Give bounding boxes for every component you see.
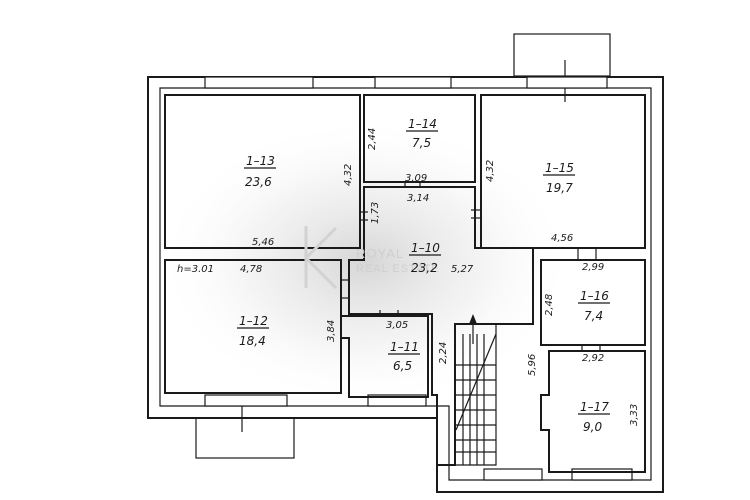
room-1-12-area: 18,4	[239, 334, 266, 348]
watermark-title: ROYAL	[356, 246, 404, 261]
dim-5-46: 5,46	[252, 237, 274, 248]
room-1-10-id: 1–10	[411, 241, 440, 255]
room-1-16	[540, 259, 646, 346]
room-1-13-area: 23,6	[245, 175, 272, 189]
stair-arrow-icon	[469, 314, 477, 324]
room-1-12-id: 1–12	[239, 314, 268, 328]
dim-2-44: 2,44	[367, 128, 378, 150]
dim-3-33: 3,33	[629, 404, 640, 426]
dim-2-24: 2,24	[438, 342, 449, 364]
bottom-balcony	[195, 417, 295, 459]
room-1-15-area: 19,7	[546, 181, 573, 195]
room-1-11-id: 1–11	[390, 340, 419, 354]
watermark-logo: ROYAL REAL ESTATE	[304, 226, 440, 290]
dim-3-14: 3,14	[407, 193, 429, 204]
dim-5-96: 5,96	[527, 354, 538, 376]
dim-4-56: 4,56	[551, 233, 573, 244]
outer-wall	[147, 76, 664, 493]
dim-3-09: 3,09	[405, 173, 427, 184]
staircase	[455, 314, 497, 466]
dim-2-92: 2,92	[582, 353, 604, 364]
room-1-17-id: 1–17	[580, 400, 609, 414]
dim-2-48: 2,48	[544, 294, 555, 316]
room-1-11-area: 6,5	[393, 359, 412, 373]
room-1-13-id: 1–13	[246, 154, 275, 168]
dim-5-27: 5,27	[451, 264, 474, 275]
room-1-16-area: 7,4	[584, 309, 603, 323]
room-1-10	[348, 186, 534, 466]
room-1-14-area: 7,5	[412, 136, 431, 150]
dim-3-84: 3,84	[326, 320, 337, 342]
dim-1-73: 1,73	[370, 202, 381, 224]
watermark-subtitle: REAL ESTATE	[356, 263, 440, 275]
room-1-16-id: 1–16	[580, 289, 609, 303]
dim-height: h=3.01	[177, 264, 214, 275]
room-1-10-area: 23,2	[411, 261, 438, 275]
room-1-15-id: 1–15	[545, 161, 574, 175]
room-1-17-area: 9,0	[583, 420, 602, 434]
dim-4-78: 4,78	[240, 264, 262, 275]
room-1-15	[480, 94, 646, 249]
room-1-17	[540, 350, 646, 473]
dim-4-32-left: 4,32	[343, 164, 354, 186]
room-1-14-id: 1–14	[408, 117, 437, 131]
room-1-11	[340, 315, 429, 398]
dim-2-99: 2,99	[582, 262, 604, 273]
room-1-13	[164, 94, 361, 249]
top-balcony	[513, 33, 611, 77]
dim-3-05: 3,05	[386, 320, 408, 331]
dim-4-32-right: 4,32	[485, 160, 496, 182]
